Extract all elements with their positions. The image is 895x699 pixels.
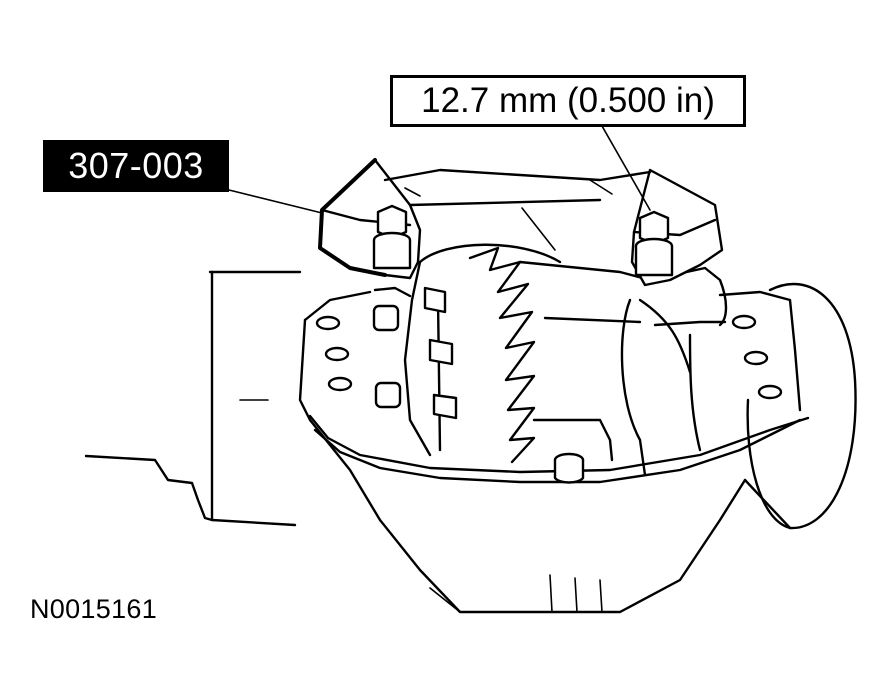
carrier-housing	[298, 282, 857, 614]
ring-gear	[403, 243, 614, 464]
spreader-tool	[318, 158, 724, 287]
cover-bolt-holes	[315, 314, 783, 400]
tool-number-callout: 307-003	[43, 140, 229, 192]
lower-stud	[553, 452, 585, 484]
left-bearing-cap-studs	[372, 286, 412, 409]
left-axle-tube	[84, 270, 302, 527]
dimension-callout: 12.7 mm (0.500 in)	[390, 75, 746, 127]
differential-case	[518, 260, 728, 477]
leader-lines	[228, 125, 651, 251]
figure-id-label: N0015161	[30, 594, 158, 624]
